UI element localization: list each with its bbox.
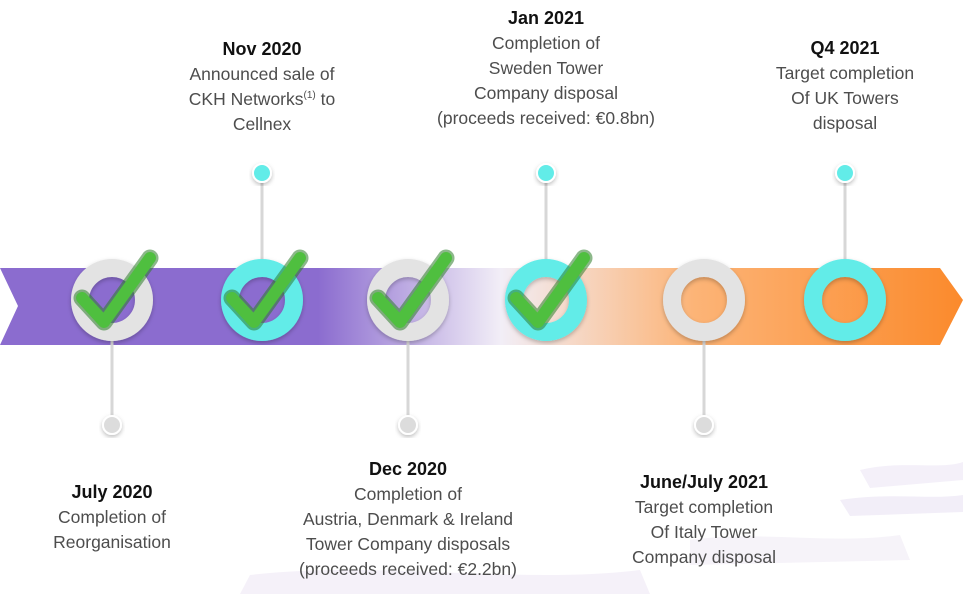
checkmark-icon: [510, 252, 590, 328]
pin-knob: [835, 163, 855, 183]
milestone-label-june-july-2021: June/July 2021 Target completion Of Ital…: [632, 470, 776, 570]
milestone-date: Jan 2021: [507, 8, 585, 28]
milestone-date: Dec 2020: [368, 459, 448, 479]
pin-knob: [252, 163, 272, 183]
pin-knob: [536, 163, 556, 183]
milestone-text-part: CKH Networks: [188, 89, 304, 109]
milestone-label-q4-2021: Q4 2021 Target completion Of UK Towers d…: [776, 36, 914, 136]
milestone-ring: [804, 259, 886, 341]
milestone-text: Reorganisation: [53, 532, 171, 552]
checkmark-icon: [76, 252, 156, 328]
milestone-text: Austria, Denmark & Ireland: [302, 509, 514, 529]
milestone-text: Of Italy Tower: [650, 522, 758, 542]
milestone-label-jan-2021: Jan 2021 Completion of Sweden Tower Comp…: [437, 6, 655, 131]
milestone-text: CKH Networks(1) to: [189, 87, 335, 112]
pin-knob: [694, 415, 714, 435]
milestone-date: July 2020: [71, 482, 153, 502]
milestone-date: June/July 2021: [639, 472, 769, 492]
milestone-date: Nov 2020: [222, 39, 302, 59]
milestone-text: Company disposal: [474, 83, 618, 103]
pin-knob: [398, 415, 418, 435]
milestone-date: Q4 2021: [810, 38, 880, 58]
milestone-july-2020: [71, 249, 159, 435]
milestone-label-dec-2020: Dec 2020 Completion of Austria, Denmark …: [299, 457, 517, 582]
pin-knob: [102, 415, 122, 435]
milestone-text: Cellnex: [232, 114, 292, 134]
milestone-june-july-2021: [663, 259, 745, 435]
milestone-text: (proceeds received: €2.2bn): [299, 559, 517, 579]
milestone-text: (proceeds received: €0.8bn): [437, 108, 655, 128]
milestone-text: Completion of: [492, 33, 600, 53]
milestone-text: Announced sale of: [189, 64, 335, 84]
milestone-text: Sweden Tower: [488, 58, 604, 78]
milestone-text: Tower Company disposals: [305, 534, 511, 554]
milestone-text: Completion of: [354, 484, 462, 504]
milestone-text-part: to: [320, 89, 336, 109]
milestone-jan-2021: [505, 163, 593, 341]
checkmark-icon: [226, 252, 306, 328]
milestone-text: Target completion: [634, 497, 774, 517]
milestone-nov-2020: [221, 163, 309, 341]
milestone-text: Target completion: [775, 63, 915, 83]
milestone-ring: [663, 259, 745, 341]
milestone-text: Company disposal: [632, 547, 776, 567]
milestone-text: disposal: [812, 113, 878, 133]
milestone-label-nov-2020: Nov 2020 Announced sale of CKH Networks(…: [189, 37, 335, 137]
checkmark-icon: [372, 252, 452, 328]
milestone-q4-2021: [804, 163, 886, 341]
milestone-text: Completion of: [58, 507, 166, 527]
milestone-label-july-2020: July 2020 Completion of Reorganisation: [53, 480, 171, 555]
footnote-marker: (1): [303, 90, 316, 102]
milestone-dec-2020: [367, 249, 455, 435]
milestone-text: Of UK Towers: [791, 88, 899, 108]
